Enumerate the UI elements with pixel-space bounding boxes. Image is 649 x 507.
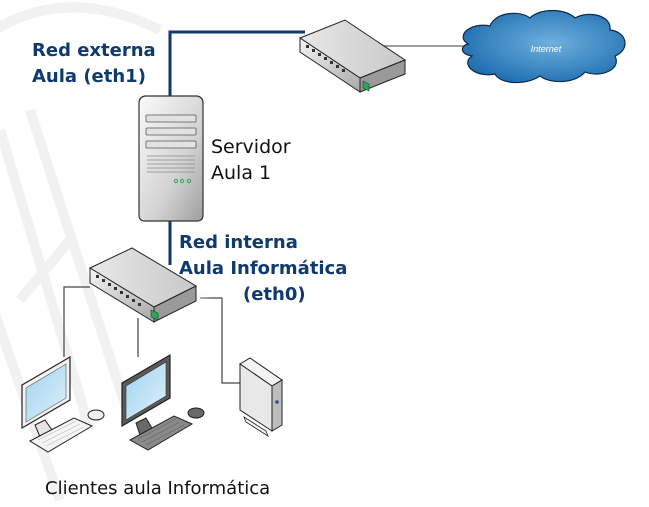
internet-cloud-icon: Internet xyxy=(461,9,626,84)
external-link xyxy=(168,30,305,96)
external-network-label: Red externa Aula (eth1) xyxy=(32,38,156,90)
internal-switch-icon xyxy=(88,247,212,323)
server-label-line2: Aula 1 xyxy=(211,162,272,184)
internal-network-label-line2: Aula Informática xyxy=(179,258,348,279)
external-network-label-line1: Red externa xyxy=(32,40,156,61)
server-label: Servidor Aula 1 xyxy=(211,134,291,186)
internal-network-label-line1: Red interna xyxy=(179,232,298,253)
client-3-thin-client-icon xyxy=(239,357,283,438)
clients-label: Clientes aula Informática xyxy=(45,478,271,499)
server-icon xyxy=(138,95,204,222)
external-switch-icon xyxy=(298,19,412,93)
server-label-line1: Servidor xyxy=(211,136,291,158)
internal-network-label-line3: (eth0) xyxy=(243,284,306,305)
client-1-workstation-icon xyxy=(21,355,105,453)
external-network-label-line2: Aula (eth1) xyxy=(32,66,146,87)
internet-label: Internet xyxy=(531,44,562,54)
internal-network-label: Red interna Aula Informática (eth0) xyxy=(179,230,347,308)
client-2-workstation-icon xyxy=(121,353,205,451)
